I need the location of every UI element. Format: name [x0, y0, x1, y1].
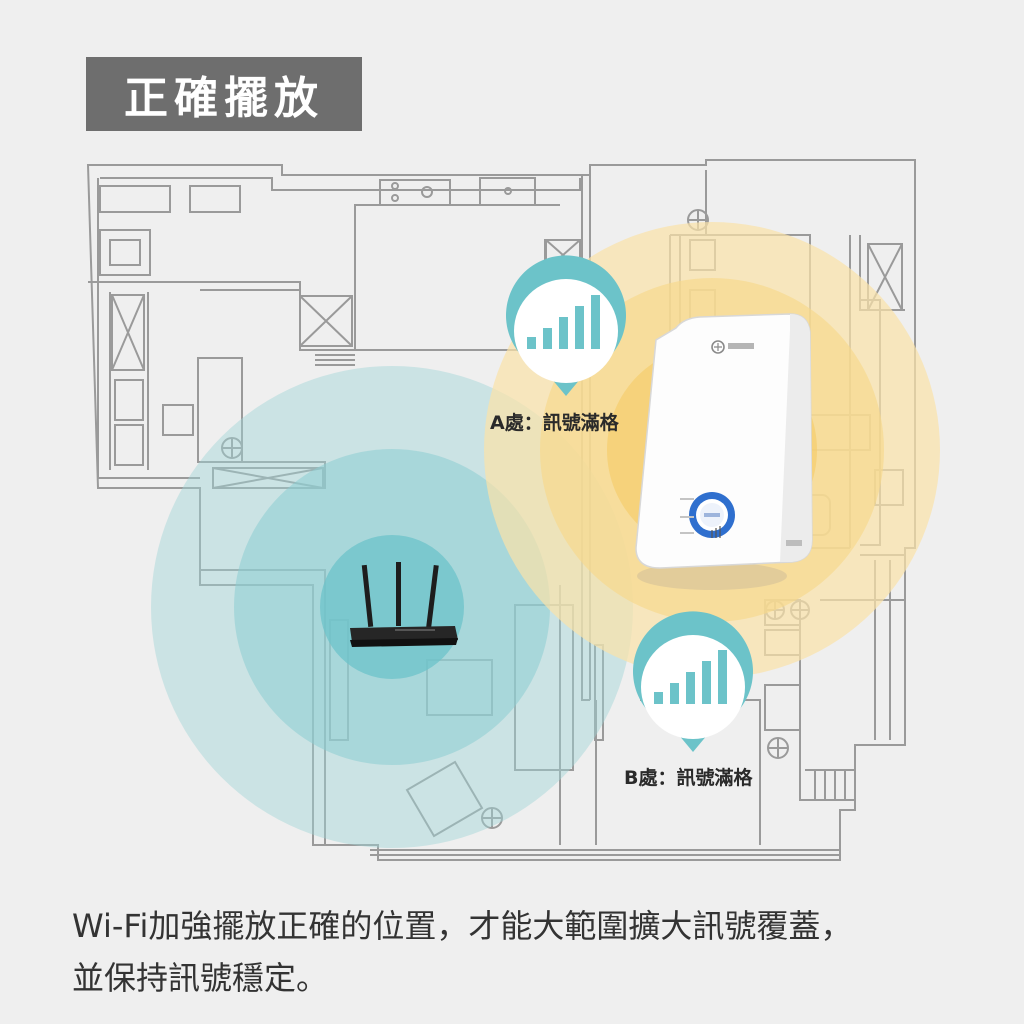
- signal-bars-a-icon: [527, 295, 600, 349]
- caption: Wi-Fi加強擺放正確的位置，才能大範圍擴大訊號覆蓋， 並保持訊號穩定。: [72, 900, 972, 1004]
- router-icon: [350, 562, 458, 647]
- tp-link-logo: [711, 340, 754, 354]
- signal-label-b: B處：訊號滿格: [624, 767, 753, 789]
- page-title: 正確擺放: [124, 73, 324, 124]
- signal-bubble-a: [506, 255, 627, 396]
- signal-label-a: A處：訊號滿格: [490, 412, 619, 434]
- caption-line-2: 並保持訊號穩定。: [72, 959, 329, 997]
- extender-icon: [635, 313, 813, 590]
- signal-bars-b-icon: [654, 650, 727, 704]
- title-banner: 正確擺放: [86, 57, 362, 131]
- caption-line-1: Wi-Fi加強擺放正確的位置，才能大範圍擴大訊號覆蓋，: [72, 907, 853, 945]
- signal-bubble-b: [633, 611, 754, 752]
